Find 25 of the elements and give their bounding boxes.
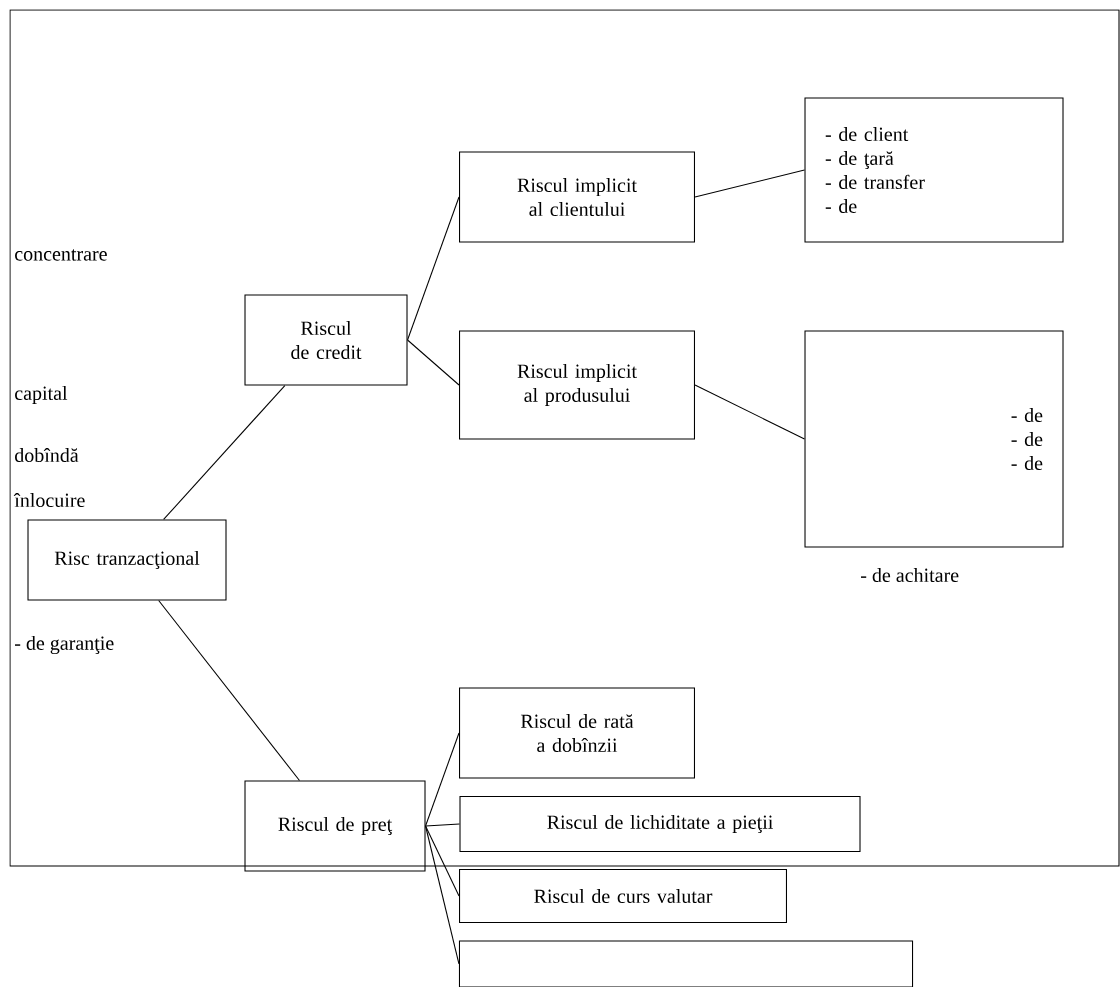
connector-line — [694, 169, 805, 198]
text-box: Riscul de preţ — [244, 780, 426, 872]
text-box: Riscul implicit al clientului — [459, 151, 695, 243]
connector-line — [425, 823, 460, 827]
empty-box — [458, 940, 914, 987]
note-text: - de achitare — [861, 567, 959, 583]
note-text: - de garanţie — [15, 635, 114, 655]
list-box: - de client - de ţară - de transfer - de — [804, 97, 1064, 243]
text-box: Riscul de credit — [244, 294, 408, 386]
note-text: capital — [15, 385, 68, 405]
list-box: - de - de - de — [804, 330, 1064, 548]
connector-line — [163, 385, 286, 520]
text-box: Risc tranzacţional — [27, 519, 227, 601]
connector-line — [425, 732, 460, 827]
text-box: Riscul de curs valutar — [459, 868, 787, 924]
note-text: dobîndă — [15, 447, 79, 463]
connector-line — [407, 339, 460, 386]
connector-line — [425, 825, 460, 965]
text-box: Riscul implicit al produsului — [459, 330, 695, 440]
connector-line — [407, 196, 460, 341]
connector-line — [694, 384, 805, 440]
text-box: Riscul de lichiditate a pieţii — [459, 796, 861, 852]
connector-line — [158, 600, 300, 781]
note-text: concentrare — [15, 249, 107, 261]
text-box: Riscul de rată a dobînzii — [459, 687, 695, 779]
